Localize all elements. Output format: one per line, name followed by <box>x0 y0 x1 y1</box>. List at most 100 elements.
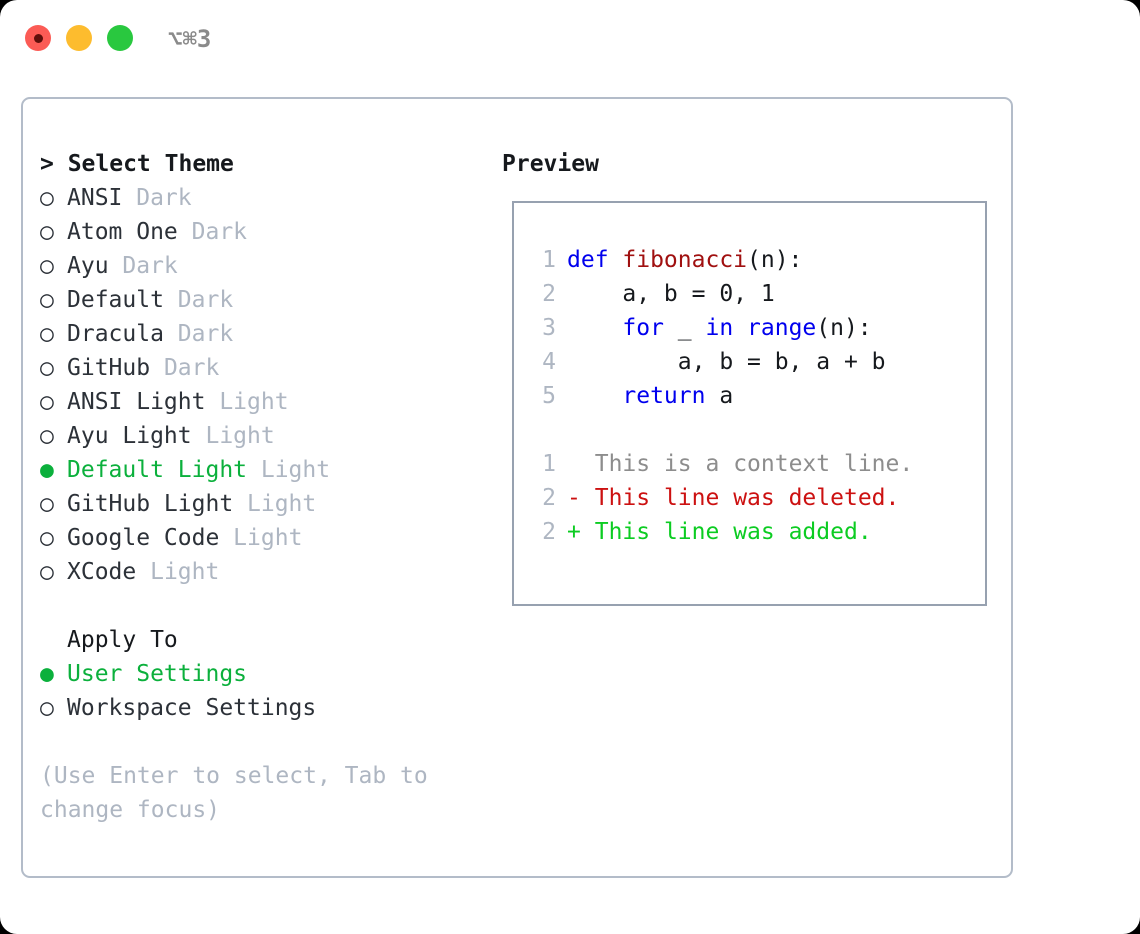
theme-option-label: Ayu <box>67 253 109 279</box>
radio-selected-icon: ● <box>40 661 54 687</box>
diff-sign <box>567 451 581 477</box>
code-token <box>567 315 622 341</box>
theme-option-row[interactable]: ○ANSI Light Light <box>40 385 490 419</box>
radio-unselected-icon: ○ <box>40 219 54 245</box>
radio-unselected-icon: ○ <box>40 491 54 517</box>
minimize-button[interactable] <box>66 25 92 51</box>
theme-option-row[interactable]: ○Dracula Dark <box>40 317 490 351</box>
theme-option-label: GitHub Light <box>67 491 234 517</box>
radio-unselected-icon: ○ <box>40 355 54 381</box>
diff-line: 2- This line was deleted. <box>528 481 979 515</box>
radio-unselected-icon: ○ <box>40 525 54 551</box>
code-token: fibonacci <box>622 247 748 273</box>
theme-option-label: ANSI Light <box>67 389 206 415</box>
diff-line-number: 2 <box>542 485 556 511</box>
theme-option-tag: Dark <box>163 287 234 313</box>
apply-to-option-row[interactable]: ●User Settings <box>40 657 490 691</box>
diff-line-content: This is a context line. <box>567 447 914 481</box>
code-line-number: 4 <box>542 349 556 375</box>
code-line-content: for _ in range(n): <box>567 311 872 345</box>
theme-option-label: GitHub <box>67 355 151 381</box>
select-theme-header: > Select Theme <box>40 151 234 177</box>
traffic-lights <box>25 25 133 51</box>
apply-to-option-list: ●User Settings○Workspace Settings <box>40 657 490 725</box>
theme-option-tag: Dark <box>177 219 248 245</box>
theme-option-row[interactable]: ○ Ayu Light Light <box>40 419 490 453</box>
keyboard-hint-text: (Use Enter to select, Tab to change focu… <box>40 763 428 823</box>
theme-option-row[interactable]: ○ Ayu Dark <box>40 249 490 283</box>
code-token: (n): <box>816 315 872 341</box>
diff-text: This line was added. <box>594 519 872 545</box>
theme-option-tag: Light <box>191 423 275 449</box>
code-line-number: 3 <box>542 315 556 341</box>
diff-line-number: 2 <box>542 519 556 545</box>
diff-line: 1 This is a context line. <box>528 447 979 481</box>
code-line: 3 for _ in range(n): <box>528 311 979 345</box>
zoom-button[interactable] <box>107 25 133 51</box>
theme-option-tag: Light <box>233 491 317 517</box>
theme-option-label: XCode <box>67 559 137 585</box>
theme-option-tag: Light <box>219 525 303 551</box>
theme-option-tag: Light <box>136 559 220 585</box>
apply-to-header: Apply To <box>67 627 178 653</box>
diff-text: This is a context line. <box>594 451 914 477</box>
diff-sign: - <box>567 485 581 511</box>
radio-unselected-icon: ○ <box>40 185 54 211</box>
code-line-content: a, b = b, a + b <box>567 345 886 379</box>
code-line-number: 2 <box>542 281 556 307</box>
theme-option-tag: Dark <box>122 185 192 211</box>
code-line: 4 a, b = b, a + b <box>528 345 979 379</box>
theme-option-list: ○ANSI Dark○Atom One Dark○Ayu Dark○Defaul… <box>40 181 490 589</box>
theme-option-row[interactable]: ○ GitHub Light Light <box>40 487 490 521</box>
code-line: 5 return a <box>528 379 979 413</box>
code-token: return <box>622 383 706 409</box>
diff-line-number: 1 <box>542 451 556 477</box>
code-token: (n): <box>747 247 803 273</box>
radio-unselected-icon: ○ <box>40 253 54 279</box>
radio-unselected-icon: ○ <box>40 423 54 449</box>
theme-option-tag: Light <box>205 389 289 415</box>
theme-option-row[interactable]: ○Default Dark <box>40 283 490 317</box>
main-panel: > Select Theme ○ANSI Dark○Atom One Dark○… <box>21 97 1013 878</box>
preview-title: Preview <box>502 151 599 177</box>
radio-selected-icon: ● <box>40 457 54 483</box>
apply-to-option-row[interactable]: ○Workspace Settings <box>40 691 490 725</box>
diff-line-content: - This line was deleted. <box>567 481 899 515</box>
code-line-number: 5 <box>542 383 556 409</box>
code-line: 2 a, b = 0, 1 <box>528 277 979 311</box>
diff-line-content: + This line was added. <box>567 515 872 549</box>
code-token: a, b = b, a + b <box>567 349 886 375</box>
window-titlebar: ⌥⌘3 <box>0 0 1140 78</box>
theme-option-label: ANSI <box>67 185 123 211</box>
code-token: in range <box>705 315 817 341</box>
theme-option-row[interactable]: ○XCode Light <box>40 555 490 589</box>
theme-selector-column: > Select Theme ○ANSI Dark○Atom One Dark○… <box>40 147 490 827</box>
diff-sign: + <box>567 519 581 545</box>
theme-option-tag: Dark <box>108 253 178 279</box>
apply-to-option-label: Workspace Settings <box>67 695 317 721</box>
theme-option-label: Ayu Light <box>67 423 192 449</box>
keyboard-shortcut-label: ⌥⌘3 <box>168 25 212 53</box>
close-button[interactable] <box>25 25 51 51</box>
theme-option-label: Atom One <box>67 219 178 245</box>
theme-option-tag: Dark <box>150 355 220 381</box>
theme-option-tag: Light <box>247 457 331 483</box>
diff-text: This line was deleted. <box>594 485 900 511</box>
code-token: a, b = 0, 1 <box>567 281 775 307</box>
theme-option-row[interactable]: ○ Google Code Light <box>40 521 490 555</box>
code-token: for <box>622 315 664 341</box>
code-token: def <box>567 247 623 273</box>
theme-option-row[interactable]: ○ ANSI Dark <box>40 181 490 215</box>
radio-unselected-icon: ○ <box>40 287 54 313</box>
theme-option-row[interactable]: ○ Atom One Dark <box>40 215 490 249</box>
code-token: a <box>705 383 734 409</box>
recording-dot-icon <box>33 33 43 43</box>
theme-option-tag: Dark <box>163 321 234 347</box>
theme-option-label: Dracula <box>67 321 164 347</box>
theme-option-label: Google Code <box>67 525 220 551</box>
theme-option-row[interactable]: ○ GitHub Dark <box>40 351 490 385</box>
theme-option-row[interactable]: ●Default Light Light <box>40 453 490 487</box>
